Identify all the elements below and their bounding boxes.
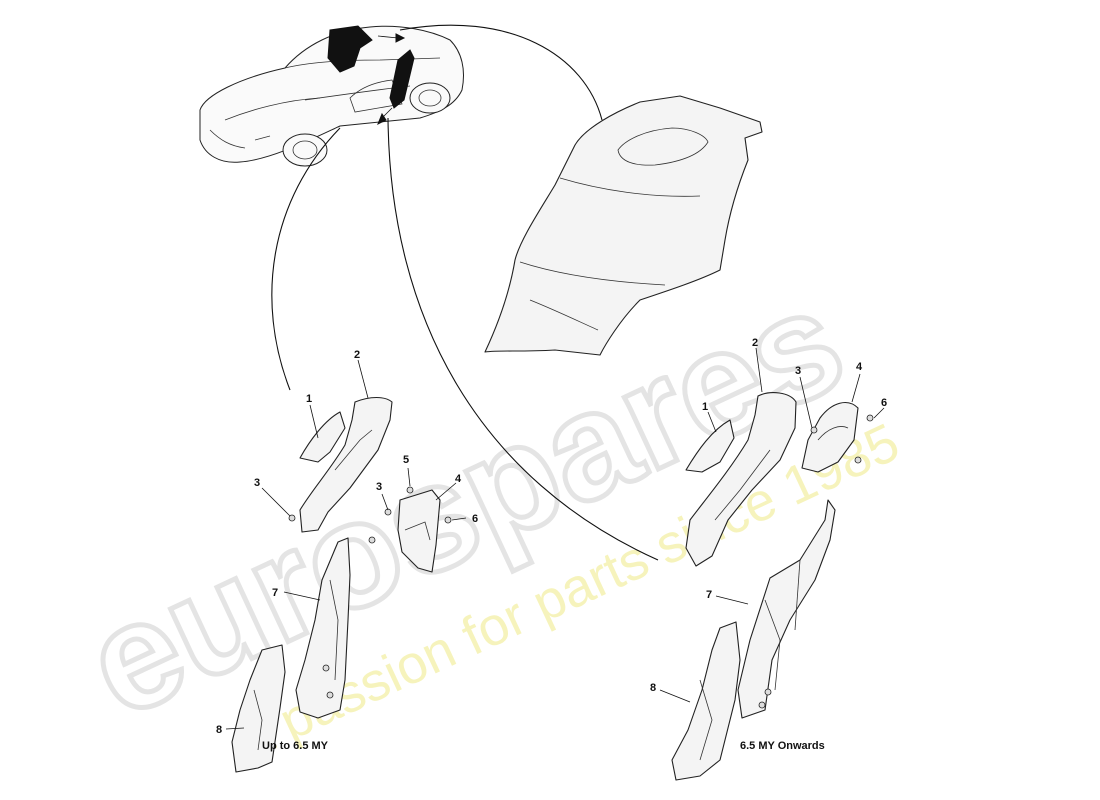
right-callout-4: 4 [856, 361, 863, 373]
left-callout-2: 2 [354, 349, 360, 361]
quarter-trim-panel [484, 95, 763, 356]
left-part-1 [299, 411, 346, 463]
left-callout-3b: 3 [376, 481, 382, 493]
left-callout-5: 5 [403, 454, 409, 466]
right-part-1 [685, 419, 735, 473]
right-callout-8: 8 [650, 682, 656, 694]
left-callout-4: 4 [455, 473, 462, 485]
right-group: 1 2 3 4 6 7 8 6.5 MY Onwards [650, 337, 887, 781]
left-part-8 [231, 644, 286, 773]
left-part-4 [397, 489, 441, 573]
right-group-caption: 6.5 MY Onwards [740, 740, 825, 752]
right-callout-7: 7 [706, 589, 712, 601]
right-callout-2: 2 [752, 337, 758, 349]
right-part-7 [737, 499, 836, 719]
right-callout-3: 3 [795, 365, 801, 377]
watermark: eurospares a passion for parts since 198… [60, 252, 908, 770]
left-callout-6: 6 [472, 513, 478, 525]
right-part-2 [685, 392, 797, 567]
left-callout-3a: 3 [254, 477, 260, 489]
left-group: 1 2 3 3 5 4 6 7 8 Up to 6.5 MY [216, 349, 478, 773]
highlighted-location-marker [327, 25, 415, 109]
left-part-2 [299, 396, 393, 533]
left-part-7 [295, 537, 351, 719]
left-group-caption: Up to 6.5 MY [262, 740, 329, 752]
left-callout-7: 7 [272, 587, 278, 599]
location-arrows [377, 33, 406, 126]
left-callout-1: 1 [306, 393, 312, 405]
right-part-4 [801, 402, 859, 473]
right-callout-6: 6 [881, 397, 887, 409]
right-callout-1: 1 [702, 401, 708, 413]
connection-arcs [271, 24, 659, 561]
left-callout-8: 8 [216, 724, 222, 736]
